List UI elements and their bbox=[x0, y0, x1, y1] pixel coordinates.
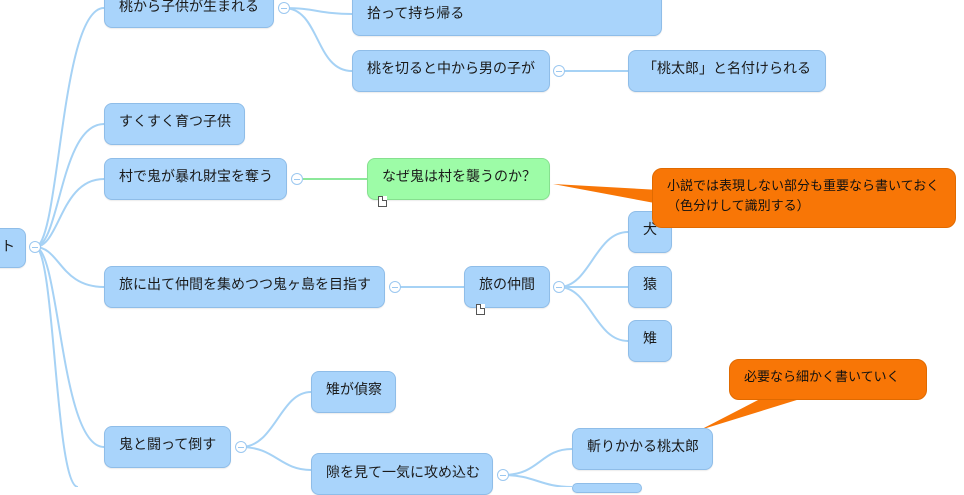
node-label: 村で鬼が暴れ財宝を奪う bbox=[119, 169, 273, 185]
link-root-grows-fast bbox=[34, 123, 105, 248]
collapse-toggle-icon[interactable] bbox=[235, 441, 247, 453]
link-defeat-scout bbox=[240, 391, 312, 448]
node-label: 犬 bbox=[643, 222, 657, 238]
node-peach-child-born[interactable]: 桃から子供が生まれる bbox=[104, 0, 274, 28]
link-defeat-seize bbox=[240, 446, 312, 471]
callout-note-detail[interactable]: 必要なら細かく書いていく bbox=[729, 359, 927, 400]
node-label: 桃を切ると中から男の子が bbox=[367, 61, 535, 77]
link-root-defeat-ogres bbox=[34, 246, 105, 448]
callout-text: 小説では表現しない部分も重要なら書いておく（色分けして識別する） bbox=[667, 179, 940, 214]
node-pheasant-scout[interactable]: 雉が偵察 bbox=[311, 371, 396, 413]
node-offscreen-child[interactable] bbox=[572, 483, 642, 493]
link-root-offscreen bbox=[34, 246, 79, 487]
node-named-momotaro[interactable]: 「桃太郎」と名付けられる bbox=[628, 50, 826, 92]
node-label: すくすく育つ子供 bbox=[119, 114, 231, 130]
node-cut-peach-boy[interactable]: 桃を切ると中から男の子が bbox=[352, 50, 550, 92]
node-dog[interactable]: 犬 bbox=[628, 211, 672, 253]
node-label: 旅に出て仲間を集めつつ鬼ヶ島を目指す bbox=[119, 277, 371, 293]
link-companions-pheasant bbox=[558, 286, 629, 342]
link-born-cut bbox=[283, 7, 353, 72]
link-seize-slash bbox=[502, 448, 573, 476]
note-document-icon[interactable] bbox=[378, 196, 387, 207]
node-why-ogres-attack[interactable]: なぜ鬼は村を襲うのか？ bbox=[367, 158, 550, 200]
collapse-toggle-icon[interactable] bbox=[497, 469, 509, 481]
collapse-toggle-icon[interactable] bbox=[278, 2, 290, 14]
node-label: 桃から子供が生まれる bbox=[119, 0, 259, 15]
node-label: 雉 bbox=[643, 331, 657, 347]
collapse-toggle-icon[interactable] bbox=[389, 281, 401, 293]
root-node-label: ト bbox=[1, 239, 15, 255]
node-label: 雉が偵察 bbox=[326, 382, 382, 398]
node-grows-fast[interactable]: すくすく育つ子供 bbox=[104, 103, 245, 145]
node-label: 「桃太郎」と名付けられる bbox=[643, 61, 811, 77]
node-monkey[interactable]: 猿 bbox=[628, 266, 672, 308]
node-pheasant[interactable]: 雉 bbox=[628, 320, 672, 362]
callout-note-novel[interactable]: 小説では表現しない部分も重要なら書いておく（色分けして識別する） bbox=[652, 168, 956, 228]
node-seize-chance[interactable]: 隙を見て一気に攻め込む bbox=[311, 453, 493, 495]
callout-text: 必要なら細かく書いていく bbox=[744, 370, 900, 385]
node-label: 旅の仲間 bbox=[479, 277, 535, 293]
node-pick-and-bring[interactable]: 拾って持ち帰る bbox=[352, 0, 662, 36]
note-document-icon[interactable] bbox=[476, 304, 485, 315]
node-label: 斬りかかる桃太郎 bbox=[587, 439, 699, 455]
node-ogres-rampage[interactable]: 村で鬼が暴れ財宝を奪う bbox=[104, 158, 287, 200]
node-defeat-ogres[interactable]: 鬼と闘って倒す bbox=[104, 426, 231, 468]
link-seize-offscreen bbox=[502, 474, 573, 487]
node-companions[interactable]: 旅の仲間 bbox=[464, 266, 550, 308]
link-root-ogres-rampage bbox=[34, 178, 105, 248]
node-label: 猿 bbox=[643, 277, 657, 293]
node-label: なぜ鬼は村を襲うのか？ bbox=[382, 169, 536, 185]
callout-pointer-detail bbox=[700, 399, 800, 430]
callout-pointer-novel bbox=[553, 184, 660, 204]
collapse-toggle-icon[interactable] bbox=[553, 65, 565, 77]
node-label: 鬼と闘って倒す bbox=[119, 437, 217, 453]
link-companions-dog bbox=[558, 231, 629, 288]
collapse-toggle-icon[interactable] bbox=[553, 281, 565, 293]
root-node[interactable]: ト bbox=[0, 228, 26, 268]
collapse-toggle-icon[interactable] bbox=[29, 241, 41, 253]
node-label: 隙を見て一気に攻め込む bbox=[326, 465, 480, 481]
link-root-peach-child-born bbox=[34, 7, 105, 248]
node-label: 拾って持ち帰る bbox=[367, 6, 465, 22]
collapse-toggle-icon[interactable] bbox=[291, 173, 303, 185]
link-root-journey bbox=[34, 246, 105, 288]
node-journey[interactable]: 旅に出て仲間を集めつつ鬼ヶ島を目指す bbox=[104, 266, 385, 308]
node-momotaro-slashes[interactable]: 斬りかかる桃太郎 bbox=[572, 428, 713, 470]
